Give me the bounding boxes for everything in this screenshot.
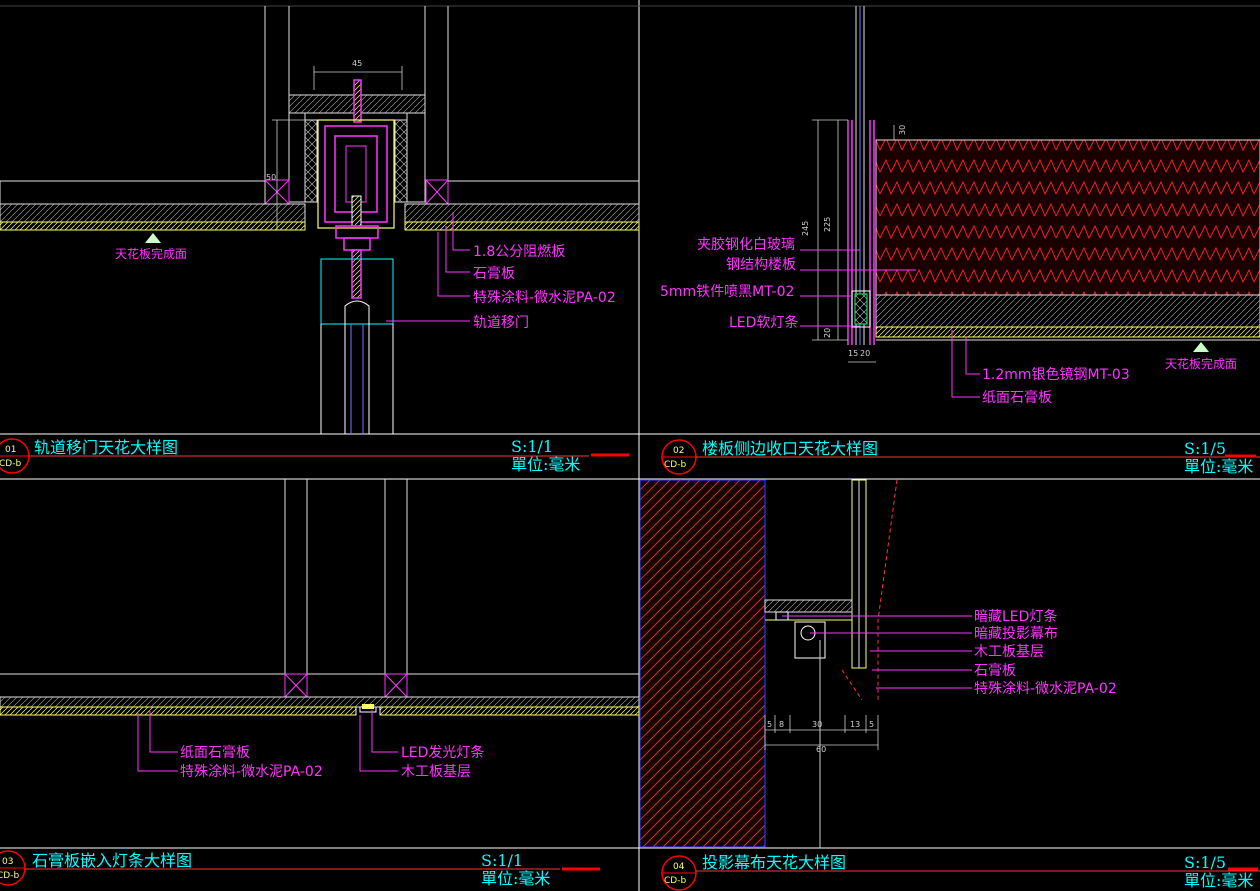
panel-02-drawing: 245 225 20 30 15 20 夹胶钢化白玻璃 钢结构楼板 5mm铁件喷… bbox=[660, 6, 1260, 406]
panel-02-label-gypsum: 纸面石膏板 bbox=[982, 389, 1052, 406]
panel-01-label-door: 轨道移门 bbox=[473, 315, 529, 331]
panel-04-label-coating: 特殊涂料-微水泥PA-02 bbox=[974, 681, 1117, 697]
panel-03-title-block: 03 CD-b 石膏板嵌入灯条大样图 S:1/1 單位:毫米 bbox=[0, 850, 600, 888]
panel-04-badge-code: CD-b bbox=[664, 876, 686, 886]
panel-02-badge-code: CD-b bbox=[664, 460, 686, 470]
panel-02-scale: S:1/5 bbox=[1184, 439, 1226, 458]
panel-04-label-screen: 暗藏投影幕布 bbox=[974, 626, 1058, 642]
panel-02-label-slab: 钢结构楼板 bbox=[726, 257, 796, 273]
panel-04-dim-8: 8 bbox=[779, 720, 784, 729]
panel-03-unit: 單位:毫米 bbox=[481, 869, 550, 888]
panel-01-finish-label: 天花板完成面 bbox=[115, 246, 187, 261]
panel-02-title-block: 02 CD-b 楼板侧边收口天花大样图 S:1/5 單位:毫米 bbox=[661, 439, 1260, 476]
panel-02-dim-20a: 20 bbox=[823, 328, 832, 338]
panel-04-badge-num: 04 bbox=[673, 862, 685, 872]
panel-03-drawing: 纸面石膏板 特殊涂料-微水泥PA-02 LED发光灯条 木工板基层 bbox=[0, 479, 640, 780]
panel-02-finish-label: 天花板完成面 bbox=[1165, 356, 1237, 371]
panel-01-title: 轨道移门天花大样图 bbox=[34, 438, 178, 457]
panel-02-label-led: LED软灯条 bbox=[729, 314, 798, 331]
panel-04-title-block: 04 CD-b 投影幕布天花大样图 S:1/5 單位:毫米 bbox=[661, 853, 1260, 891]
panel-02-badge-num: 02 bbox=[673, 446, 684, 456]
finish-level-icon bbox=[145, 233, 161, 243]
panel-02-label-glass: 夹胶钢化白玻璃 bbox=[697, 236, 795, 253]
panel-01-dim-45: 45 bbox=[352, 59, 362, 68]
panel-02-label-steel: 5mm铁件喷黑MT-02 bbox=[660, 284, 794, 300]
panel-03-label-coating: 特殊涂料-微水泥PA-02 bbox=[180, 764, 323, 780]
panel-04-dim-13: 13 bbox=[850, 720, 860, 729]
panel-01-badge-code: CD-b bbox=[0, 459, 21, 469]
panel-01-dim-50: 50 bbox=[266, 173, 276, 182]
panel-04-label-wood: 木工板基层 bbox=[974, 643, 1044, 660]
panel-04-dim-60: 60 bbox=[816, 745, 826, 754]
panel-01-title-block: 01 CD-b 轨道移门天花大样图 S:1/1 單位:毫米 bbox=[0, 437, 629, 474]
panel-02-title: 楼板侧边收口天花大样图 bbox=[702, 439, 878, 458]
panel-02-dim-15: 15 bbox=[848, 349, 858, 358]
panel-01-label-coating: 特殊涂料-微水泥PA-02 bbox=[473, 290, 616, 306]
panel-04-label-led: 暗藏LED灯条 bbox=[974, 608, 1057, 625]
panel-03-title: 石膏板嵌入灯条大样图 bbox=[32, 851, 192, 870]
panel-01-unit: 單位:毫米 bbox=[511, 455, 580, 474]
panel-04-dim-5b: 5 bbox=[869, 720, 874, 729]
panel-03-badge-num: 03 bbox=[2, 857, 13, 867]
panel-02-dim-20b: 20 bbox=[860, 349, 870, 358]
panel-03-badge-code: CD-b bbox=[0, 871, 19, 881]
finish-level-icon bbox=[1193, 342, 1209, 352]
panel-01-drawing: 45 bbox=[0, 6, 640, 434]
panel-02-unit: 單位:毫米 bbox=[1184, 457, 1253, 476]
panel-04-unit: 單位:毫米 bbox=[1184, 871, 1253, 890]
panel-04-dim-30: 30 bbox=[812, 720, 822, 729]
panel-02-dim-225: 225 bbox=[823, 217, 832, 232]
panel-01-label-gypsum: 石膏板 bbox=[473, 265, 515, 282]
panel-04-title: 投影幕布天花大样图 bbox=[702, 853, 846, 872]
panel-04-drawing: 5 8 30 13 5 60 暗藏LED灯条 暗藏投影幕布 木工板基层 石膏板 … bbox=[639, 479, 1117, 848]
panel-02-dim-30: 30 bbox=[898, 125, 907, 135]
panel-01-label-board: 1.8公分阻燃板 bbox=[473, 243, 565, 260]
panel-04-label-gypsum: 石膏板 bbox=[974, 662, 1016, 679]
panel-03-label-wood: 木工板基层 bbox=[401, 763, 471, 780]
panel-03-label-led: LED发光灯条 bbox=[401, 744, 484, 761]
panel-03-label-gypsum: 纸面石膏板 bbox=[180, 744, 250, 761]
panel-02-label-mirror: 1.2mm银色镜钢MT-03 bbox=[982, 366, 1130, 383]
panel-01-scale: S:1/1 bbox=[511, 437, 553, 456]
panel-01-badge-num: 01 bbox=[5, 445, 16, 455]
panel-02-dim-245: 245 bbox=[801, 221, 810, 236]
panel-03-scale: S:1/1 bbox=[481, 851, 523, 870]
panel-04-scale: S:1/5 bbox=[1184, 853, 1226, 872]
panel-04-dim-5a: 5 bbox=[767, 720, 772, 729]
